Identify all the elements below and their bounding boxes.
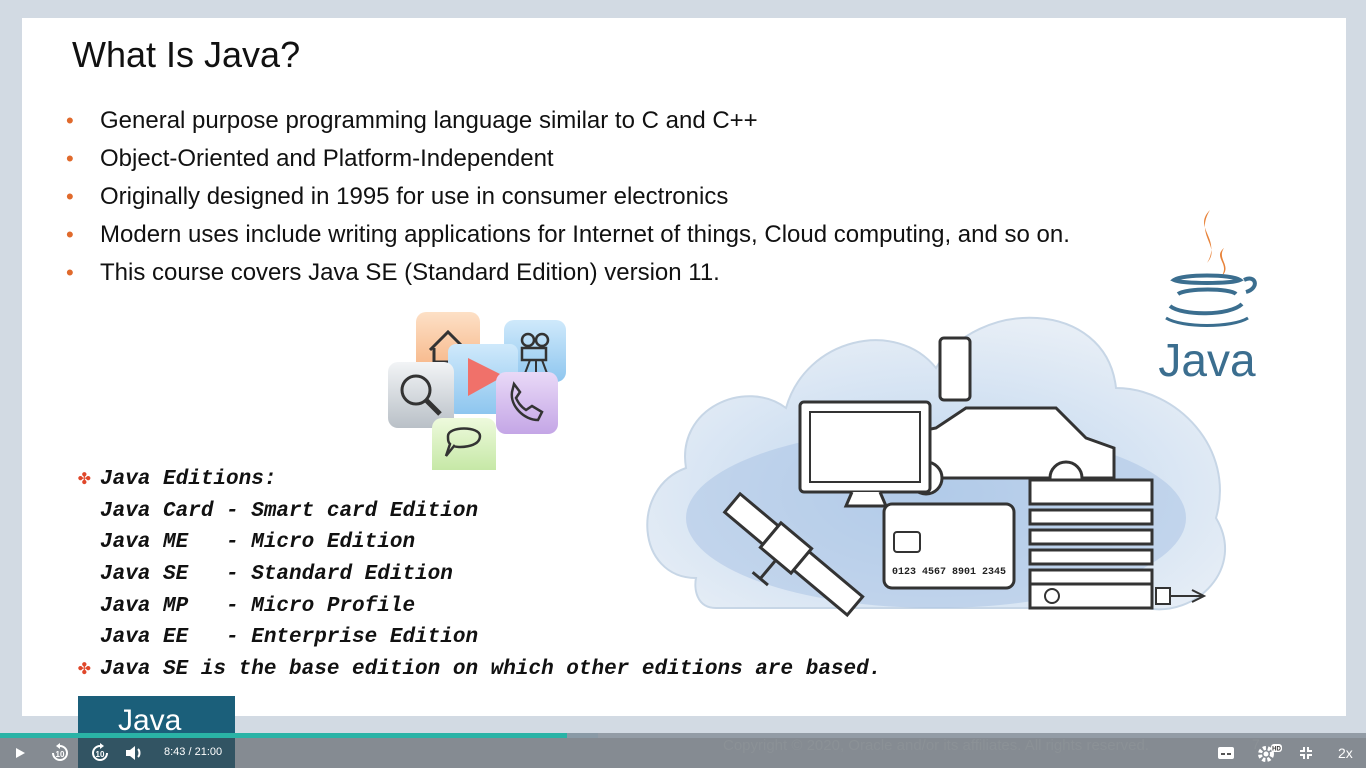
hd-badge: HD [1272,747,1281,753]
volume-icon [126,746,141,760]
current-time: 8:43 [164,746,186,758]
cloud-devices-illustration: 0123 4567 8901 2345 [636,278,1236,633]
bullet-item: •Originally designed in 1995 for use in … [66,183,729,210]
bottom-logo-text: Java [118,704,182,737]
editions-block: ✤Java Editions: Java Card - Smart card E… [78,464,881,686]
app-icons-illustration [378,310,568,482]
svg-text:10: 10 [56,750,65,759]
bullet-list: •General purpose programming language si… [66,104,1070,294]
java-logo-text: Java [1158,334,1256,386]
playback-speed-button[interactable]: 2x [1338,745,1353,761]
page-number: 7 [1252,736,1260,752]
forward-10-button[interactable]: 10 [86,738,114,768]
slide-title: What Is Java? [72,34,301,75]
total-time: 21:00 [194,746,223,758]
progress-bar[interactable] [0,733,567,738]
settings-button[interactable]: HD [1254,738,1284,768]
bullet-item: •General purpose programming language si… [66,107,758,134]
play-icon [16,748,25,758]
volume-button[interactable] [122,738,146,768]
progress-track[interactable] [0,733,1366,738]
rewind-10-button[interactable]: 10 [46,738,74,768]
edition-line: Java ME - Micro Edition [100,531,416,555]
editions-heading: ✤Java Editions: [78,468,277,491]
rewind-10-icon: 10 [52,743,68,761]
forward-10-icon: 10 [92,743,108,761]
play-button[interactable] [8,738,32,768]
exit-fullscreen-icon [1300,747,1312,759]
edition-line: Java SE - Standard Edition [100,563,453,587]
bullet-item: •Object-Oriented and Platform-Independen… [66,145,554,172]
editions-footer: ✤Java SE is the base edition on which ot… [78,658,882,682]
edition-line: Java Card - Smart card Edition [100,499,479,523]
time-separator: / [188,746,192,758]
captions-icon [1218,747,1234,759]
time-display: 8:43 / 21:00 [164,746,222,758]
copyright-text: Copyright © 2020, Oracle and/or its affi… [723,737,1149,754]
captions-button[interactable] [1214,738,1238,768]
edition-line: Java EE - Enterprise Edition [100,626,479,650]
svg-text:10: 10 [96,750,105,759]
player-controls [0,738,1366,768]
slide: What Is Java? •General purpose programmi… [22,18,1346,716]
settings-icon: HD [1258,744,1282,762]
bullet-item: •This course covers Java SE (Standard Ed… [66,259,720,286]
bullet-item: •Modern uses include writing application… [66,221,1070,248]
edition-line: Java MP - Micro Profile [100,594,416,618]
card-number-text: 0123 4567 8901 2345 [892,567,1006,578]
java-logo: Java [1152,208,1262,393]
exit-fullscreen-button[interactable] [1294,738,1318,768]
